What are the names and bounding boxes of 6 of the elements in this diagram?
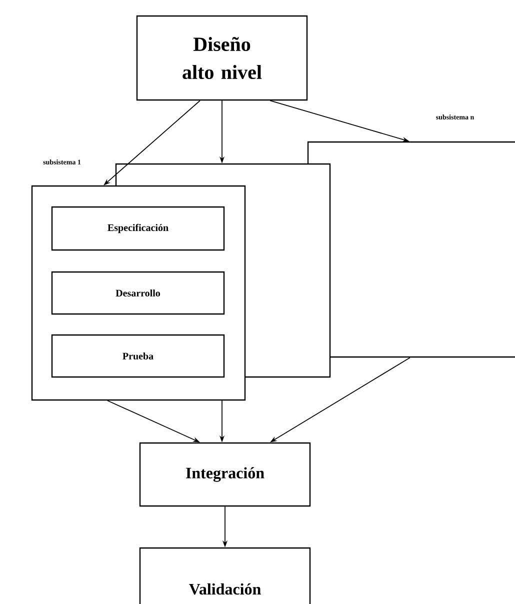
step-box: Desarrollo (51, 271, 225, 315)
step-box: Prueba (51, 334, 225, 378)
step-box: Especificación (51, 206, 225, 251)
process-box: Diseño alto nivel (136, 15, 308, 101)
process-box: Integración (139, 442, 311, 507)
process-box: Validación (139, 547, 311, 604)
